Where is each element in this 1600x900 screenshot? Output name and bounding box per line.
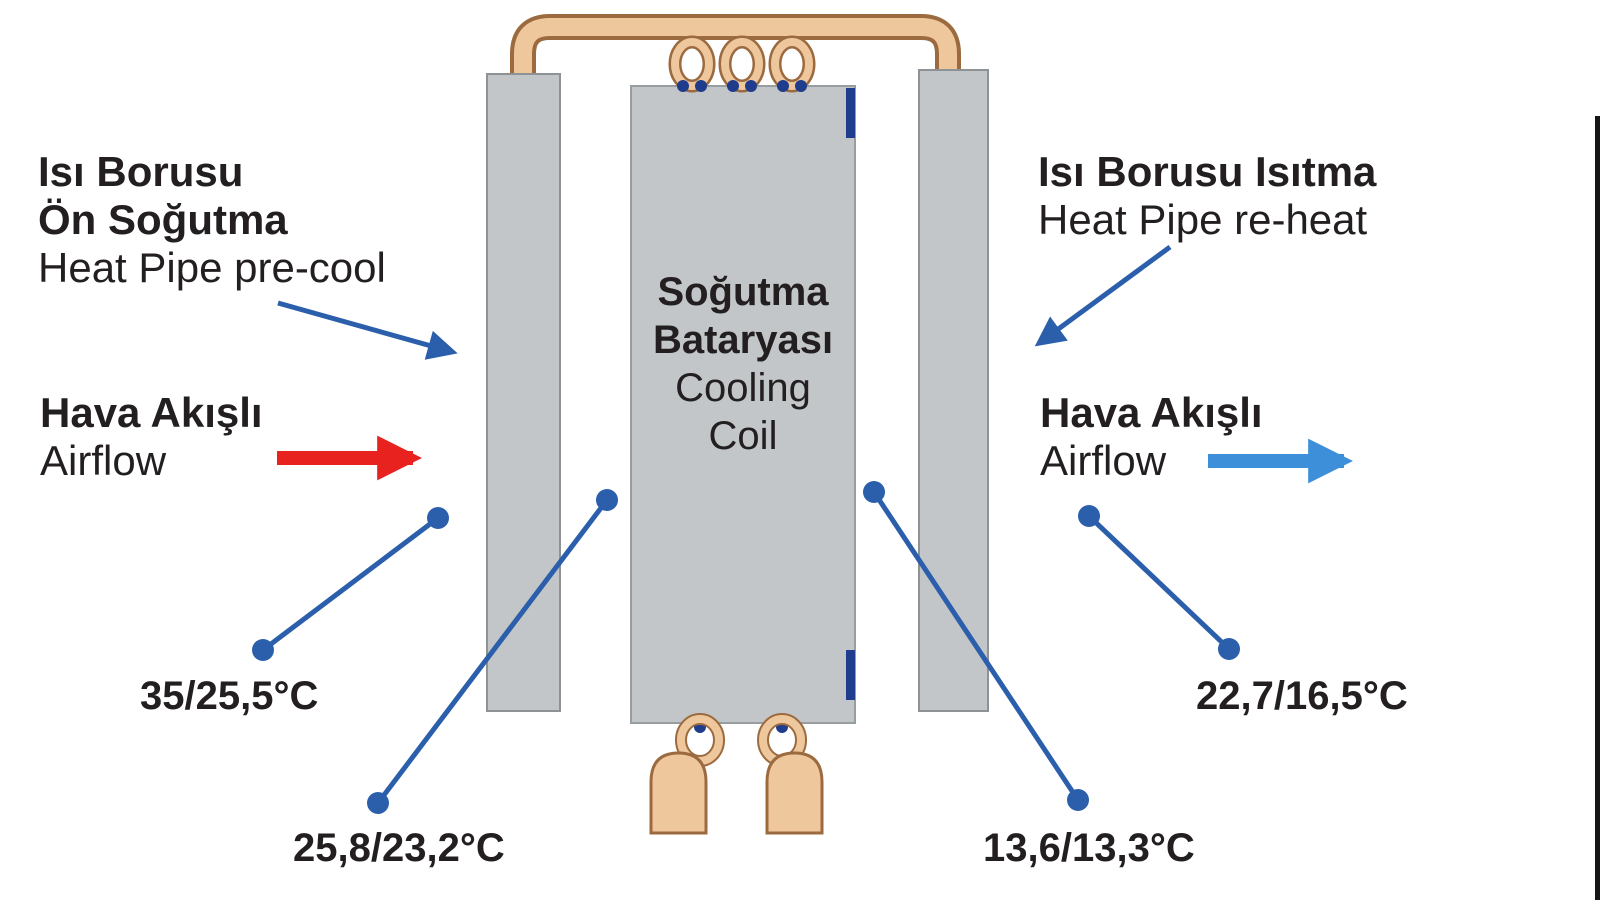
figure-edge-line	[1595, 116, 1600, 900]
label-reheat-tr: Isı Borusu Isıtma	[1038, 148, 1377, 195]
tube-end	[745, 80, 757, 92]
temperature-callouts	[252, 481, 1240, 814]
coil-top-return-bends	[668, 35, 816, 93]
tube-end	[727, 80, 739, 92]
return-bend	[671, 38, 713, 90]
temperature-return-air: 35/25,5°C	[140, 674, 319, 718]
label-coil-en-line1: Cooling	[675, 366, 811, 410]
header-cylinder-left	[649, 751, 708, 835]
temperature-after-precool: 25,8/23,2°C	[293, 826, 505, 870]
temperature-supply-air: 22,7/16,5°C	[1196, 674, 1408, 718]
callout-dot	[427, 507, 449, 529]
tube-end	[695, 80, 707, 92]
heat-pipe-top-loop	[514, 18, 957, 92]
callout-line-supply-air	[1087, 514, 1231, 651]
label-coil-en-line2: Coil	[708, 414, 778, 458]
label-reheat-en: Heat Pipe re-heat	[1038, 196, 1368, 243]
callout-dot	[596, 489, 618, 511]
callout-dot	[1218, 638, 1240, 660]
label-precool-en: Heat Pipe pre-cool	[38, 244, 386, 291]
label-airflow-in-en: Airflow	[40, 437, 167, 484]
label-airflow-out-tr: Hava Akışlı	[1040, 389, 1263, 436]
temperature-after-cooling-coil: 13,6/13,3°C	[983, 826, 1195, 870]
label-precool-tr-line2: Ön Soğutma	[38, 196, 288, 243]
coil-bottom-connections	[649, 713, 824, 835]
header-cylinder-right	[765, 751, 824, 835]
re-heat-panel	[918, 69, 989, 712]
callout-dot	[1078, 505, 1100, 527]
cooling-coil-body	[630, 85, 856, 724]
label-airflow-in: Hava Akışlı Airflow	[40, 389, 263, 485]
tube-end	[677, 80, 689, 92]
coil-header-strip-bottom	[846, 650, 855, 700]
re-heat-pointer-arrow	[1034, 244, 1172, 347]
callout-dot	[367, 792, 389, 814]
callout-dot	[863, 481, 885, 503]
label-heat-pipe-pre-cool: Isı Borusu Ön Soğutma Heat Pipe pre-cool	[38, 148, 386, 292]
label-airflow-out: Hava Akışlı Airflow	[1040, 389, 1263, 485]
label-cooling-coil: Soğutma Bataryası Cooling Coil	[631, 268, 855, 460]
label-coil-tr-line1: Soğutma	[657, 270, 829, 314]
return-bend	[771, 38, 813, 90]
callout-line-after-precool	[376, 498, 609, 805]
label-heat-pipe-re-heat: Isı Borusu Isıtma Heat Pipe re-heat	[1038, 148, 1376, 244]
label-airflow-out-en: Airflow	[1040, 437, 1167, 484]
pre-cool-panel	[486, 73, 561, 712]
callout-line-return-air	[261, 516, 440, 652]
pre-cool-pointer-arrow	[277, 300, 458, 360]
coil-header-strip-top	[846, 88, 855, 138]
return-bend	[721, 38, 763, 90]
callout-dot	[252, 639, 274, 661]
label-precool-tr-line1: Isı Borusu	[38, 148, 244, 195]
tube-end	[795, 80, 807, 92]
callout-line-after-coil	[871, 490, 1081, 802]
label-coil-tr-line2: Bataryası	[652, 318, 834, 362]
callout-dot	[1067, 789, 1089, 811]
label-airflow-in-tr: Hava Akışlı	[40, 389, 263, 436]
tube-end	[777, 80, 789, 92]
